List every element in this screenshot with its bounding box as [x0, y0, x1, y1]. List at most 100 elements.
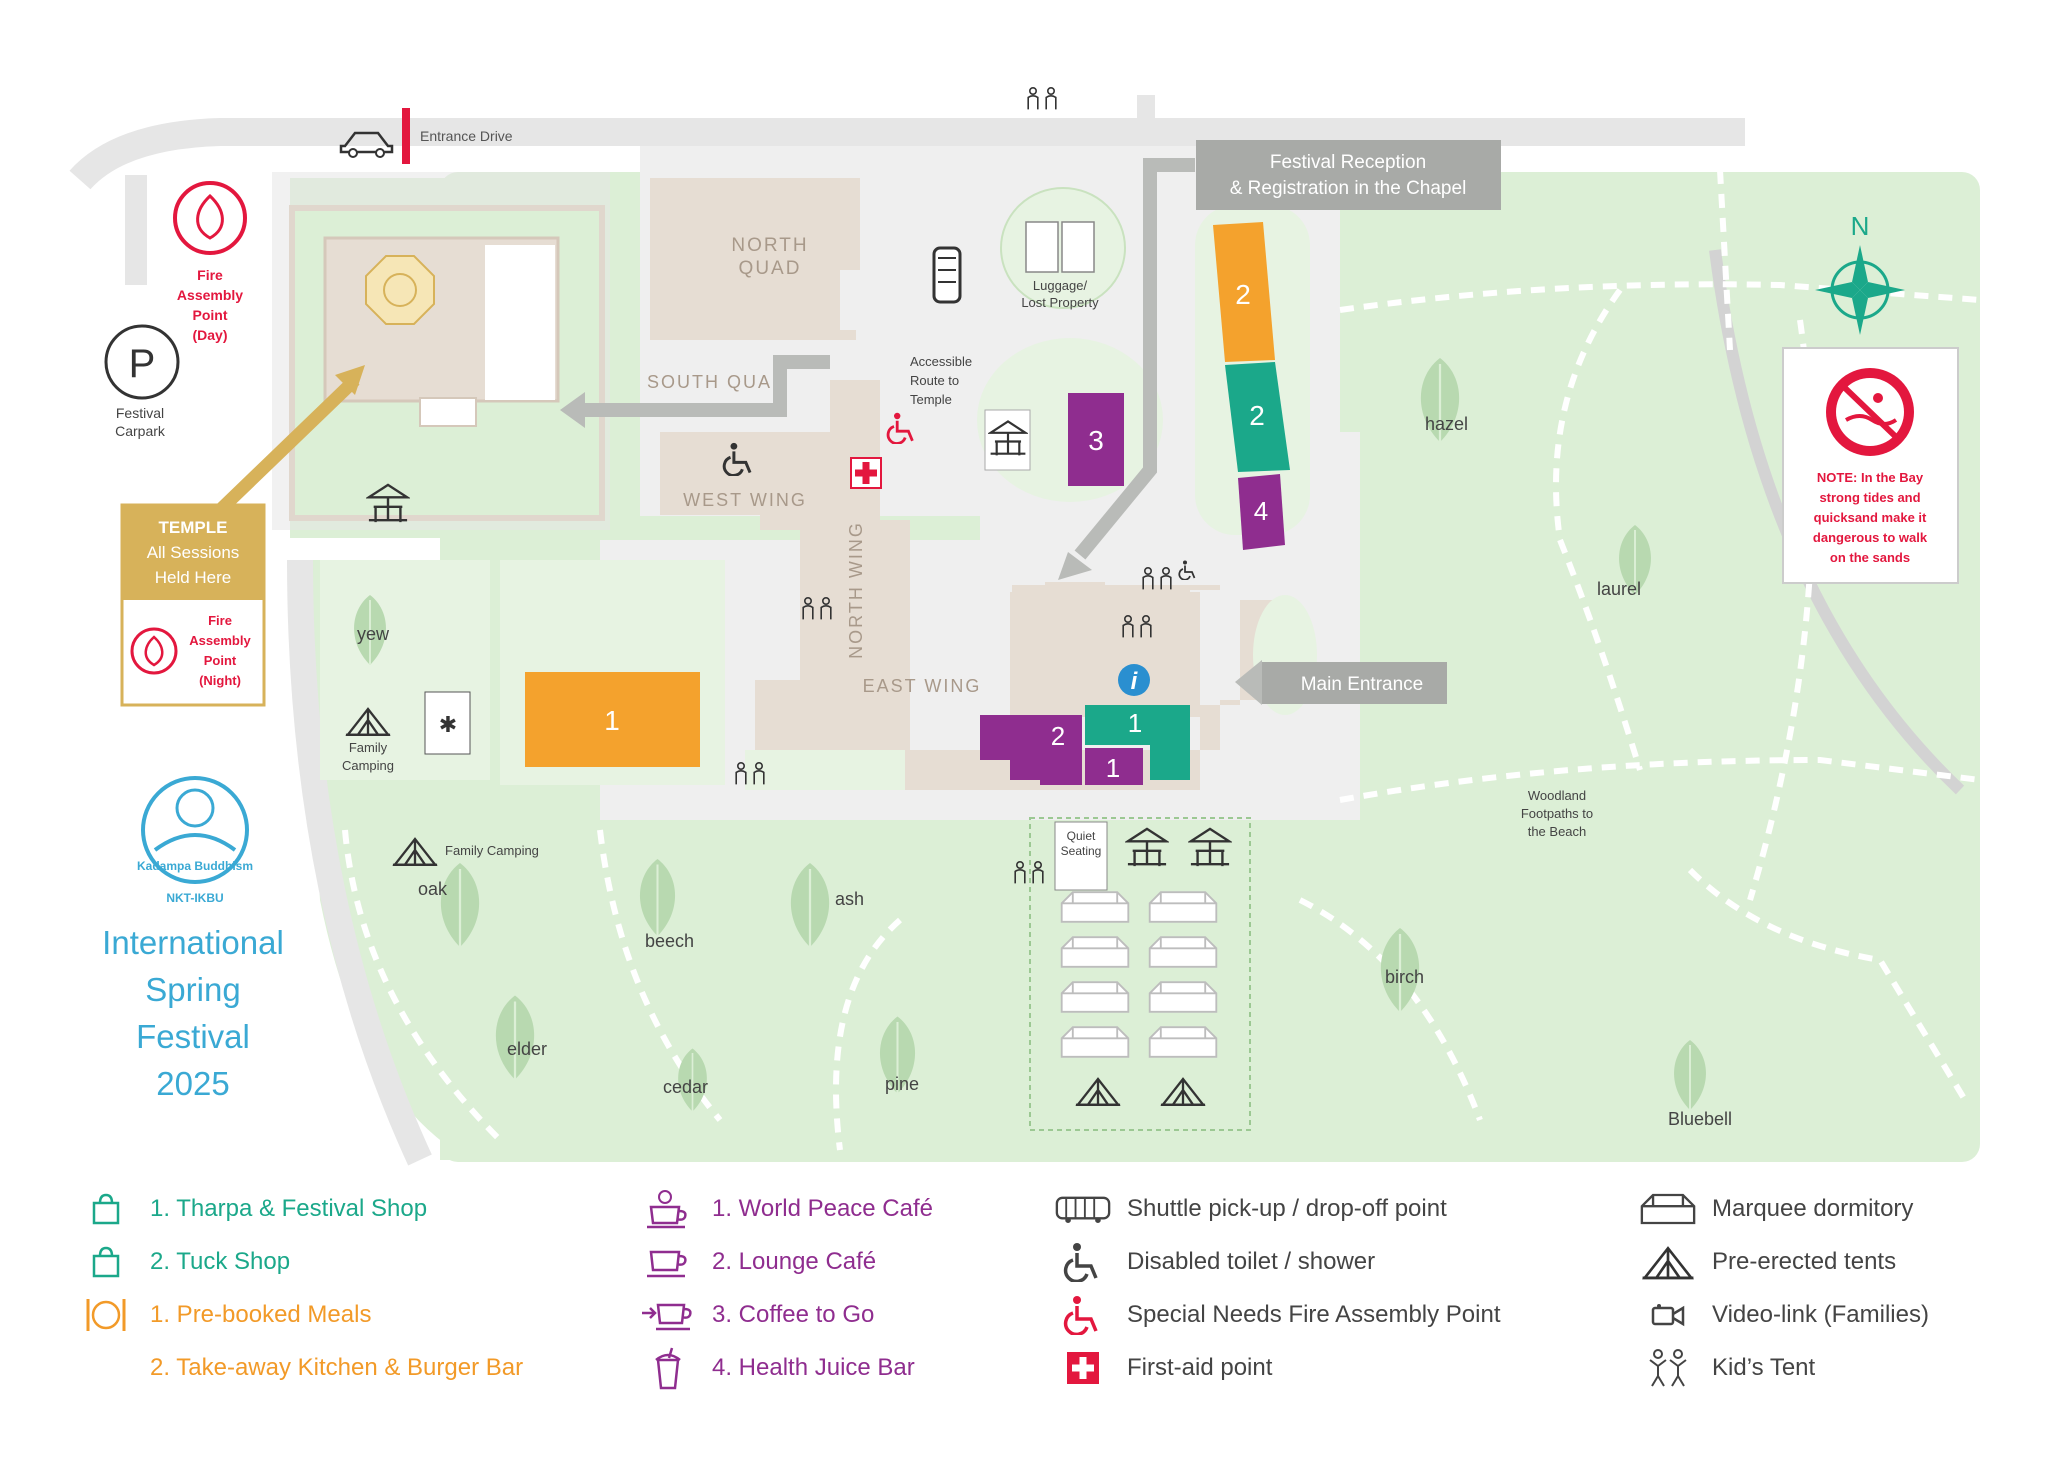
- svg-text:(Night): (Night): [199, 673, 241, 688]
- svg-text:TEMPLE: TEMPLE: [159, 518, 228, 537]
- accessible-route-arrow: [580, 355, 830, 417]
- legend-takeaway-kitchen: 2. Take-away Kitchen & Burger Bar: [150, 1354, 524, 1381]
- marquee-orange-1: [525, 672, 700, 767]
- svg-text:N: N: [1851, 211, 1870, 241]
- coffee-to-go-icon: [640, 1295, 696, 1335]
- svg-text:Camping: Camping: [342, 758, 394, 773]
- plate-cutlery-icon: [78, 1295, 134, 1335]
- reception-route-arrow: [1074, 158, 1195, 560]
- svg-text:Family: Family: [349, 740, 388, 755]
- parking-icon: [104, 324, 180, 400]
- shuttle-bus-icon: [932, 246, 962, 304]
- wheelchair-icon: [1055, 1242, 1111, 1282]
- legend-first-aid: First-aid point: [1055, 1348, 1272, 1388]
- festival-title-line-3: Festival: [136, 1018, 250, 1055]
- svg-text:dangerous to walk: dangerous to walk: [1813, 530, 1928, 545]
- svg-text:QUAD: QUAD: [739, 258, 802, 279]
- festival-site-map: 1 2 2 4 3 2 1 1 NORTH QUAD SOUTH QUAD WE…: [69, 86, 1981, 1166]
- first-aid-icon: [1055, 1348, 1111, 1388]
- reception-sign: [1196, 140, 1501, 210]
- svg-text:Family Camping: Family Camping: [445, 843, 539, 858]
- svg-text:P: P: [129, 342, 156, 386]
- legend-shuttle: Shuttle pick-up / drop-off point: [1055, 1189, 1447, 1229]
- svg-text:NKT-IKBU: NKT-IKBU: [166, 891, 223, 905]
- svg-text:All Sessions: All Sessions: [147, 543, 240, 562]
- marquee-orange-2: [1213, 222, 1275, 362]
- entrance-drive-road: [69, 118, 1745, 190]
- west-north-east-wings: [660, 380, 1280, 790]
- svg-text:Temple: Temple: [910, 392, 952, 407]
- svg-text:1: 1: [1106, 753, 1120, 783]
- svg-text:cedar: cedar: [663, 1077, 708, 1097]
- wheelchair-fire-icon: [1055, 1295, 1111, 1335]
- svg-text:NOTE: In the Bay: NOTE: In the Bay: [1817, 470, 1924, 485]
- svg-text:WEST WING: WEST WING: [683, 490, 807, 510]
- svg-text:1: 1: [604, 705, 620, 736]
- svg-text:oak: oak: [418, 879, 448, 899]
- svg-text:Entrance Drive: Entrance Drive: [420, 128, 513, 144]
- world-peace-cafe-2: [980, 715, 1082, 785]
- legend-world-peace-cafe: 1. World Peace Café: [640, 1189, 933, 1229]
- svg-text:pine: pine: [885, 1074, 919, 1094]
- legend-special-needs-fire-point: Special Needs Fire Assembly Point: [1055, 1295, 1501, 1335]
- svg-text:beech: beech: [645, 931, 694, 951]
- bus-icon: [1055, 1189, 1111, 1229]
- marquee-purple-4: [1238, 474, 1285, 550]
- coffee-cup-icon: [640, 1242, 696, 1282]
- tent-icon: [1640, 1242, 1696, 1282]
- juice-cup-icon: [640, 1347, 696, 1390]
- marquee-teal-2: [1225, 362, 1290, 472]
- svg-text:NORTH: NORTH: [731, 235, 808, 256]
- svg-text:on the sands: on the sands: [1830, 550, 1910, 565]
- lounge-cafe-3: [1068, 393, 1124, 486]
- north-quad-building: [650, 178, 860, 340]
- fire-assembly-night-icon: [130, 627, 178, 675]
- kids-icon: [1640, 1348, 1696, 1388]
- svg-text:SOUTH QUAD: SOUTH QUAD: [647, 372, 787, 392]
- svg-text:(Day): (Day): [192, 327, 227, 343]
- svg-text:NORTH WING: NORTH WING: [846, 521, 866, 659]
- legend-health-juice-bar: 4. Health Juice Bar: [640, 1347, 915, 1390]
- svg-text:3: 3: [1088, 425, 1104, 456]
- information-icon: [1118, 664, 1150, 696]
- svg-text:quicksand make it: quicksand make it: [1814, 510, 1927, 525]
- svg-text:1: 1: [1128, 708, 1142, 738]
- svg-text:Lost Property: Lost Property: [1021, 295, 1099, 310]
- svg-text:✱: ✱: [439, 712, 457, 737]
- legend-video-link: Video-link (Families): [1640, 1295, 1929, 1335]
- shopping-bag-icon: [78, 1242, 134, 1282]
- map-legend: 1. Tharpa & Festival Shop 2. Tuck Shop 1…: [0, 1180, 2048, 1440]
- svg-text:4: 4: [1254, 496, 1268, 526]
- festival-title-line-1: International: [102, 924, 284, 961]
- legend-marquee-dormitory: Marquee dormitory: [1640, 1189, 1913, 1229]
- svg-text:Festival Reception: Festival Reception: [1270, 152, 1426, 173]
- legend-tuck-shop: 2. Tuck Shop: [78, 1242, 290, 1282]
- svg-text:Seating: Seating: [1061, 844, 1102, 858]
- svg-text:2: 2: [1235, 279, 1251, 310]
- svg-text:Fire: Fire: [197, 267, 223, 283]
- marquee-icon: [1640, 1189, 1696, 1229]
- tharpa-shop-1: [1085, 705, 1190, 780]
- svg-text:& Registration in the Chapel: & Registration in the Chapel: [1230, 178, 1467, 199]
- svg-text:laurel: laurel: [1597, 579, 1641, 599]
- svg-text:ash: ash: [835, 889, 864, 909]
- svg-text:birch: birch: [1385, 967, 1424, 987]
- svg-text:Fire: Fire: [208, 613, 232, 628]
- temple-arrow: [335, 365, 365, 395]
- svg-text:i: i: [1131, 668, 1139, 695]
- tree-leaves: yew oak beech ash elder cedar pine hazel…: [353, 356, 1732, 1129]
- svg-text:Held Here: Held Here: [155, 568, 232, 587]
- festival-title-line-2: Spring: [145, 971, 240, 1008]
- main-entrance-sign: [1262, 662, 1447, 704]
- globe-cup-icon: [640, 1189, 696, 1229]
- svg-text:EAST WING: EAST WING: [863, 676, 982, 696]
- svg-text:elder: elder: [507, 1039, 547, 1059]
- legend-kids-tent: Kid’s Tent: [1640, 1348, 1815, 1388]
- svg-text:Main Entrance: Main Entrance: [1301, 674, 1424, 695]
- car-icon: [339, 131, 394, 154]
- temple-dome: [365, 255, 435, 325]
- svg-text:Footpaths to: Footpaths to: [1521, 806, 1593, 821]
- svg-text:Point: Point: [204, 653, 237, 668]
- legend-disabled-toilet: Disabled toilet / shower: [1055, 1242, 1375, 1282]
- svg-text:strong tides and: strong tides and: [1819, 490, 1920, 505]
